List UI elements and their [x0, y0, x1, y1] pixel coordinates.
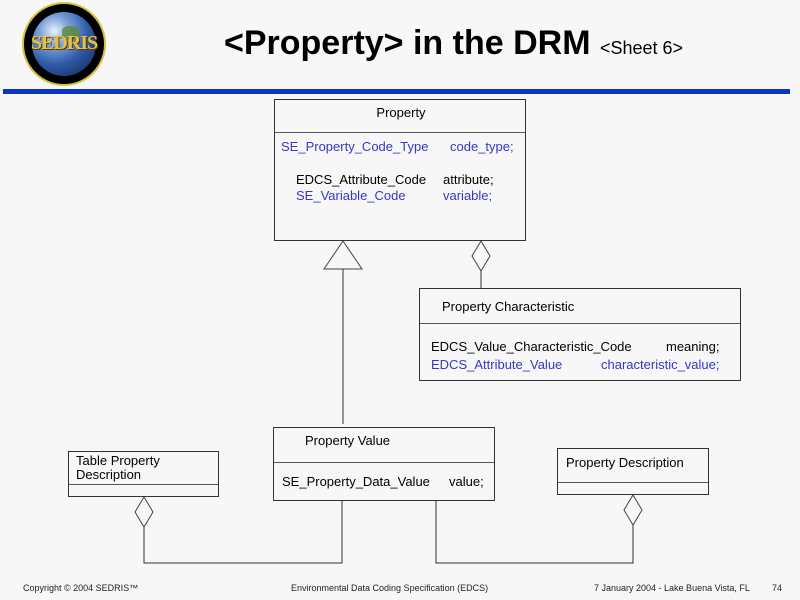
title-sheet: <Sheet 6>: [599, 38, 684, 58]
attr-type: EDCS_Value_Characteristic_Code: [431, 339, 632, 354]
class-property-description[interactable]: Property Description: [557, 448, 709, 495]
attr-type: SE_Property_Code_Type: [281, 139, 429, 154]
title-main: <Property> in the DRM: [224, 24, 591, 62]
footer-copyright: Copyright © 2004 SEDRIS™: [23, 583, 139, 593]
attr-type: SE_Variable_Code: [296, 188, 406, 203]
attr-name: attribute;: [443, 172, 494, 187]
class-property-name: Property: [275, 100, 525, 133]
aggregation-diamond-table: [134, 496, 154, 528]
attr-name: characteristic_value;: [601, 357, 720, 372]
class-table-property-description-name: Table Property Description: [69, 452, 218, 485]
aggregation-line-table: [143, 500, 343, 564]
class-name-line2: Description: [76, 467, 142, 482]
aggregation-diamond-property: [471, 240, 491, 272]
attr-type: EDCS_Attribute_Value: [431, 357, 563, 372]
class-property-value-name: Property Value: [274, 428, 494, 463]
globe-icon: [32, 12, 96, 76]
attr-type: SE_Property_Data_Value: [282, 474, 430, 489]
class-name-line1: Table Property: [76, 453, 160, 468]
page-title: <Property> in the DRM <Sheet 6>: [224, 24, 683, 63]
inheritance-triangle: [323, 240, 363, 270]
footer-date-location: 7 January 2004 - Lake Buena Vista, FL: [594, 583, 750, 593]
aggregation-line-description: [435, 500, 634, 564]
aggregation-diamond-description: [623, 494, 643, 526]
footer-page-number: 74: [772, 583, 783, 593]
logo-text: SEDRIS: [30, 32, 98, 54]
attr-name: code_type;: [450, 139, 514, 154]
attr-type: EDCS_Attribute_Code: [296, 172, 427, 187]
sedris-logo: SEDRIS: [22, 2, 106, 86]
attr-name: variable;: [443, 188, 493, 203]
class-property-value[interactable]: Property Value SE_Property_Data_Value va…: [273, 427, 495, 501]
class-property-description-name: Property Description: [558, 449, 708, 483]
class-property[interactable]: Property SE_Property_Code_Type code_type…: [274, 99, 526, 241]
attr-name: meaning;: [666, 339, 720, 354]
class-property-characteristic[interactable]: Property Characteristic EDCS_Value_Chara…: [419, 288, 741, 381]
class-property-characteristic-name: Property Characteristic: [420, 289, 740, 324]
class-table-property-description[interactable]: Table Property Description: [68, 451, 219, 497]
footer-spec: Environmental Data Coding Specification …: [291, 583, 489, 593]
header-rule: [3, 89, 790, 94]
attr-name: value;: [449, 474, 484, 489]
